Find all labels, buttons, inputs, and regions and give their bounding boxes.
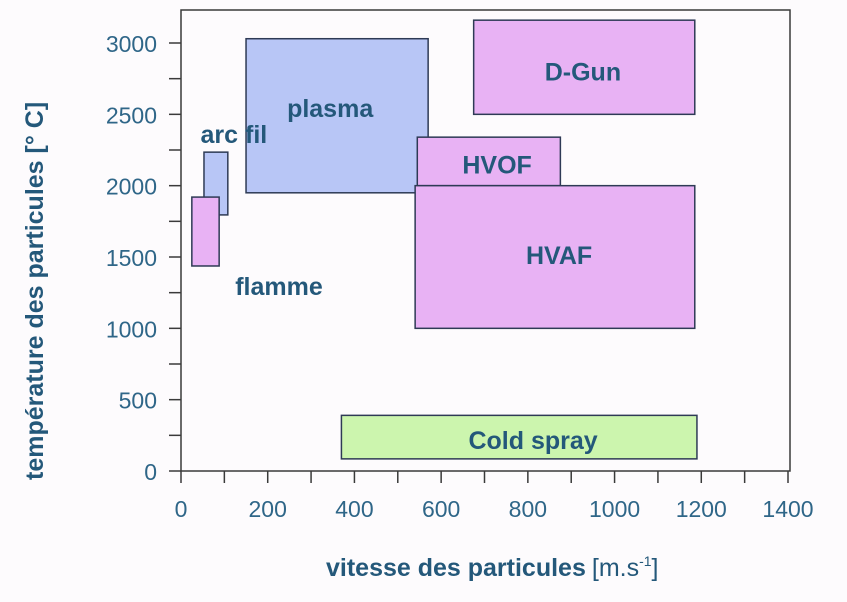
x-axis-title: vitesse des particules[m.s-1] [326, 553, 659, 582]
box-hvof [416, 136, 562, 187]
x-tick-label: 600 [422, 496, 460, 522]
label-plasma: plasma [287, 95, 374, 123]
axes: 0 200 400 600 800 1000 1200 1400 0 500 1000 1500 200… [106, 9, 814, 522]
y-tick-label: 500 [119, 388, 157, 414]
plot-frame [180, 9, 791, 472]
label-hvof: HVOF [462, 151, 531, 179]
box-hvaf [414, 184, 696, 330]
box-flamme [191, 196, 220, 267]
x-tick-label: 800 [509, 496, 547, 522]
range-boxes [191, 19, 698, 460]
x-tick-label: 400 [335, 496, 373, 522]
x-tick-label: 1200 [676, 496, 727, 522]
y-axis-title: température des particules [° C] [21, 102, 49, 480]
label-arc-fil: arc fil [201, 121, 268, 149]
label-hvaf: HVAF [526, 242, 592, 270]
box-plasma [245, 37, 429, 194]
x-tick-label: 1000 [589, 496, 640, 522]
y-tick-label: 1000 [106, 316, 157, 342]
y-tick-label: 0 [144, 459, 157, 485]
label-cold-spray: Cold spray [468, 427, 597, 455]
x-tick-label: 200 [249, 496, 287, 522]
label-flamme: flamme [235, 273, 323, 301]
y-tick-label: 2000 [106, 174, 157, 200]
y-tick-label: 3000 [106, 31, 157, 57]
label-d-gun: D-Gun [545, 59, 621, 87]
x-tick-label: 1400 [762, 496, 813, 522]
y-tick-label: 2500 [106, 102, 157, 128]
box-cold-spray [340, 414, 698, 460]
x-tick-label: 0 [175, 496, 188, 522]
box-d-gun [472, 19, 696, 116]
y-tick-label: 1500 [106, 245, 157, 271]
